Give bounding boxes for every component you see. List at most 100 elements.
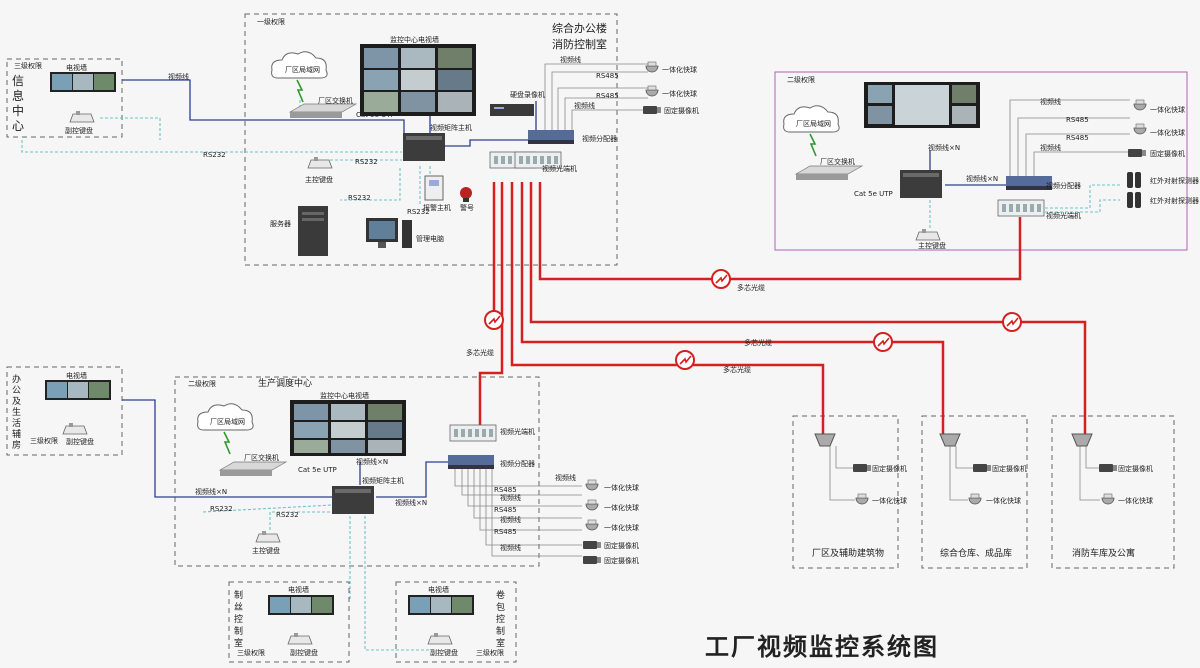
right-video-wall [864, 82, 980, 128]
prod-zone-name: 生产调度中心 [258, 377, 312, 389]
prod-line-label-1: 视频线 [555, 473, 576, 482]
right-video-n-label-2: 视频线×N [966, 174, 998, 183]
right-ptz-label-2: 一体化快球 [1150, 128, 1185, 137]
diagram-title: 工厂视频监控系统图 [705, 633, 939, 661]
hq-rs232-label-2: RS232 [355, 158, 378, 166]
hq-dvr-label: 硬盘录像机 [510, 90, 545, 99]
hq-pc-label: 管理电脑 [416, 234, 444, 243]
silk-zone-name: 制 丝 控 制 室 [234, 589, 243, 649]
site2-name: 综合仓库、成品库 [940, 547, 1012, 559]
svg-text:控: 控 [234, 613, 243, 625]
siren-icon [460, 187, 472, 202]
ir-detector-icon-1 [1127, 172, 1133, 188]
office-level-label: 三级权限 [30, 436, 58, 445]
office-zone-box [6, 366, 123, 456]
prod-video-wall [290, 400, 406, 456]
prod-main-keyboard-label: 主控键盘 [252, 546, 280, 555]
prod-distributor [448, 455, 494, 469]
silk-zone-box [228, 581, 350, 663]
hq-zone-box [244, 13, 618, 266]
svg-text:制: 制 [234, 589, 243, 601]
prod-ptz-1 [585, 479, 599, 491]
right-ptz-label-1: 一体化快球 [1150, 105, 1185, 114]
hq-server-label: 服务器 [270, 219, 291, 228]
right-camera-lines [1009, 99, 1130, 178]
right-line-label-2: RS485 [1066, 116, 1089, 124]
prod-matrix-label: 视频矩阵主机 [362, 476, 404, 485]
prod-ptz-label-1: 一体化快球 [604, 483, 639, 492]
hq-fixed-label: 固定摄像机 [664, 106, 699, 115]
right-optical-transceiver [997, 199, 1045, 217]
hq-camera-lines [544, 63, 648, 132]
svg-text:及: 及 [12, 396, 21, 407]
office-sub-keyboard-label: 副控键盘 [66, 437, 94, 446]
prod-cat5e-label: Cat 5e UTP [298, 466, 337, 474]
svg-text:制: 制 [496, 625, 505, 637]
hq-ptz-label-2: 一体化快球 [662, 89, 697, 98]
svg-text:控: 控 [496, 613, 505, 625]
info-tv-wall-label: 电视墙 [66, 63, 87, 72]
svg-text:心: 心 [12, 119, 24, 133]
hq-main-keyboard-label: 主控键盘 [305, 175, 333, 184]
fiber-lines [478, 182, 1087, 445]
hq-lightning-icon [296, 79, 304, 103]
hq-video-wall [360, 44, 476, 116]
prod-zone-box [174, 376, 540, 567]
right-matrix-host [900, 170, 942, 198]
office-zone-name: 办 公 及 生 活 辅 房 [12, 373, 21, 451]
prod-monitor-wall-label: 监控中心电视墙 [320, 391, 369, 400]
prod-switch [219, 461, 287, 477]
hq-switch-label: 厂区交换机 [318, 96, 353, 105]
svg-text:卷: 卷 [496, 589, 505, 601]
svg-text:办: 办 [12, 373, 21, 385]
right-ptz-2 [1133, 123, 1147, 135]
hq-lan-label: 厂区局域网 [285, 65, 320, 74]
right-main-keyboard-label: 主控键盘 [918, 241, 946, 250]
svg-text:中: 中 [12, 103, 24, 118]
svg-text:制: 制 [234, 625, 243, 637]
prod-line-label-5: 视频线 [500, 515, 521, 524]
fiber-label-3: 多芯光缆 [723, 365, 751, 374]
fiber-label-2: 多芯光缆 [744, 338, 772, 347]
hq-dvr [490, 104, 534, 116]
hq-optical-label: 视频光端机 [542, 164, 577, 173]
prod-line-label-3: 视频线 [500, 493, 521, 502]
right-lan-label: 厂区局域网 [796, 119, 831, 128]
prod-video-n-label-1: 视频线×N [356, 457, 388, 466]
silk-tv-wall-label: 电视墙 [288, 585, 309, 594]
svg-text:室: 室 [234, 637, 243, 649]
office-tv-wall-label: 电视墙 [66, 371, 87, 380]
right-switch [795, 165, 863, 181]
site1-name: 厂区及辅助建筑物 [812, 547, 884, 559]
prod-video-n-label-3: 视频线×N [395, 498, 427, 507]
right-ir-label-2: 红外对射探测器 [1150, 196, 1199, 205]
hq-fixed-camera [643, 106, 661, 114]
svg-text:公: 公 [12, 385, 21, 396]
hq-rs232-label-1: RS232 [203, 151, 226, 159]
hq-switch [289, 103, 357, 119]
hq-ptz-2 [645, 85, 659, 97]
office-tv-wall [45, 380, 111, 400]
right-line-label-3: RS485 [1066, 134, 1089, 142]
prod-matrix-host [332, 486, 374, 514]
hq-siren-label: 警号 [460, 203, 474, 212]
site2-content [939, 433, 991, 505]
hq-distributor [528, 130, 574, 144]
prod-line-label-4: RS485 [494, 506, 517, 514]
svg-text:活: 活 [12, 417, 21, 429]
hq-pc [366, 218, 412, 248]
svg-text:包: 包 [496, 601, 505, 613]
site2-ptz-label: 一体化快球 [986, 496, 1021, 505]
hq-server [298, 206, 328, 256]
hq-matrix-label: 视频矩阵主机 [430, 123, 472, 132]
roll-tv-wall-label: 电视墙 [428, 585, 449, 594]
prod-optical-label: 视频光端机 [500, 427, 535, 436]
prod-distributor-label: 视频分配器 [500, 459, 535, 468]
info-level-label: 三级权限 [14, 61, 42, 70]
prod-rs232-label-1: RS232 [210, 505, 233, 513]
roll-sub-keyboard-label: 副控键盘 [430, 648, 458, 657]
prod-lan-cloud [197, 403, 254, 431]
hq-alarm-host [424, 175, 444, 201]
site-camera-lines [829, 446, 1100, 501]
info-zone-box [6, 58, 123, 138]
